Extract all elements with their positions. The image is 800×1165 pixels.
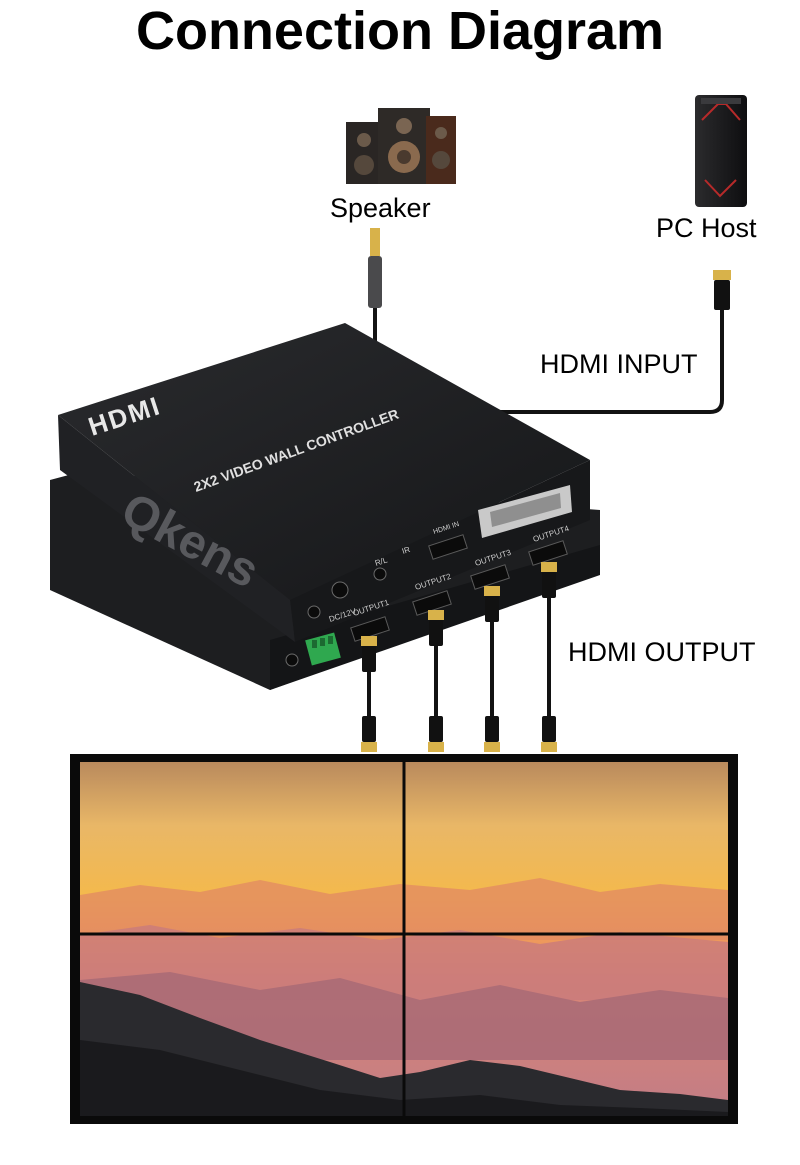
pc-host-label: PC Host bbox=[656, 213, 757, 243]
hdmi-input-label: HDMI INPUT bbox=[540, 349, 698, 379]
hdmi-output-cable-1 bbox=[361, 636, 377, 752]
port-label-audio: R/L bbox=[374, 555, 389, 568]
hdmi-output-cable-4 bbox=[541, 562, 557, 752]
hdmi-output-cable-3 bbox=[484, 586, 500, 752]
page-title: Connection Diagram bbox=[135, 1, 665, 61]
hdmi-output-label: HDMI OUTPUT bbox=[568, 637, 756, 667]
video-wall-controller bbox=[50, 323, 600, 690]
speaker-label: Speaker bbox=[330, 193, 431, 223]
power-terminal-block bbox=[305, 632, 341, 666]
hdmi-output-cable-2 bbox=[428, 610, 444, 752]
pc-host-icon bbox=[695, 95, 747, 207]
hdmi-output-cables bbox=[361, 562, 557, 752]
video-wall-display bbox=[70, 754, 738, 1124]
speaker-icon bbox=[346, 108, 456, 184]
port-label-ir: IR bbox=[401, 545, 412, 556]
